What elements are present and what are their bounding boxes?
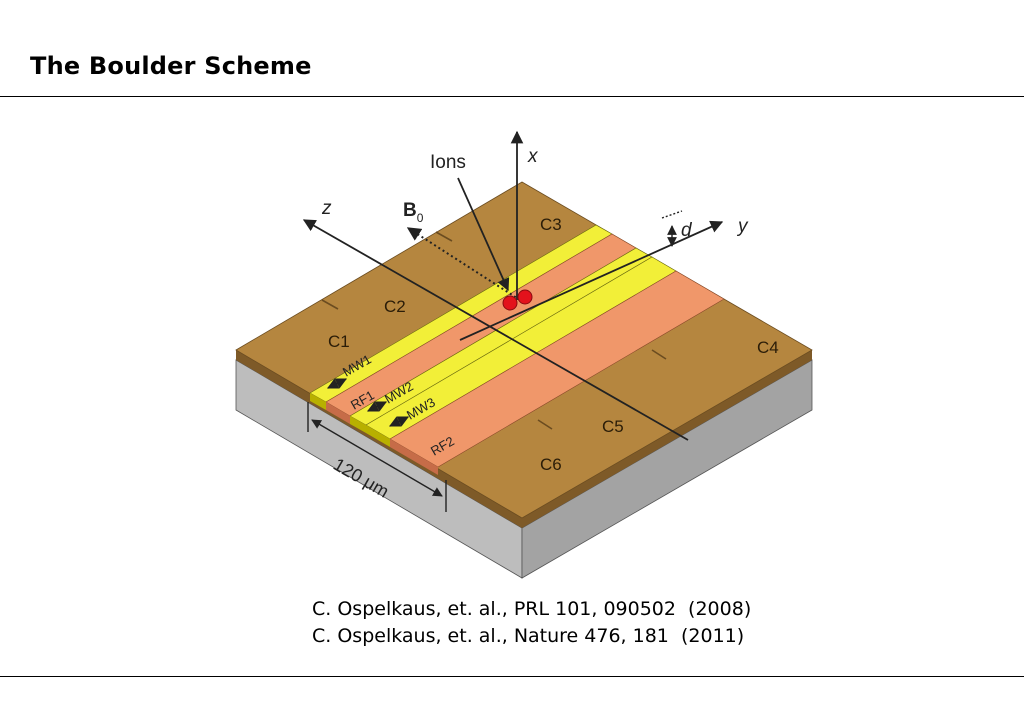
b0-main: B bbox=[403, 200, 417, 221]
b0-label: B0 bbox=[403, 200, 424, 225]
title-divider bbox=[0, 96, 1024, 97]
y-axis bbox=[459, 220, 724, 341]
slide-title: The Boulder Scheme bbox=[30, 52, 312, 80]
z-axis-label: z bbox=[321, 198, 332, 219]
scale-bar bbox=[311, 419, 443, 497]
z-axis bbox=[302, 219, 689, 441]
ion-left bbox=[502, 295, 518, 311]
reference-1: C. Ospelkaus, et. al., PRL 101, 090502 (… bbox=[312, 598, 752, 620]
c6-label: C6 bbox=[540, 455, 562, 474]
d-label: d bbox=[681, 220, 693, 241]
b0-sub: 0 bbox=[417, 211, 424, 225]
c1-label: C1 bbox=[328, 332, 350, 351]
footer-divider bbox=[0, 676, 1024, 677]
ions-pointer bbox=[457, 177, 510, 292]
x-axis-label: x bbox=[527, 146, 539, 167]
ions-label: Ions bbox=[430, 152, 466, 173]
references: C. Ospelkaus, et. al., PRL 101, 090502 (… bbox=[312, 596, 751, 650]
b0-field-line bbox=[406, 227, 521, 301]
c5-label: C5 bbox=[602, 417, 624, 436]
y-axis-label: y bbox=[736, 216, 749, 237]
reference-2: C. Ospelkaus, et. al., Nature 476, 181 (… bbox=[312, 625, 745, 647]
c3-label: C3 bbox=[540, 215, 562, 234]
ion-right bbox=[517, 289, 533, 305]
c4-label: C4 bbox=[757, 338, 779, 357]
electrode-front-right bbox=[522, 350, 812, 528]
c2-label: C2 bbox=[384, 297, 406, 316]
